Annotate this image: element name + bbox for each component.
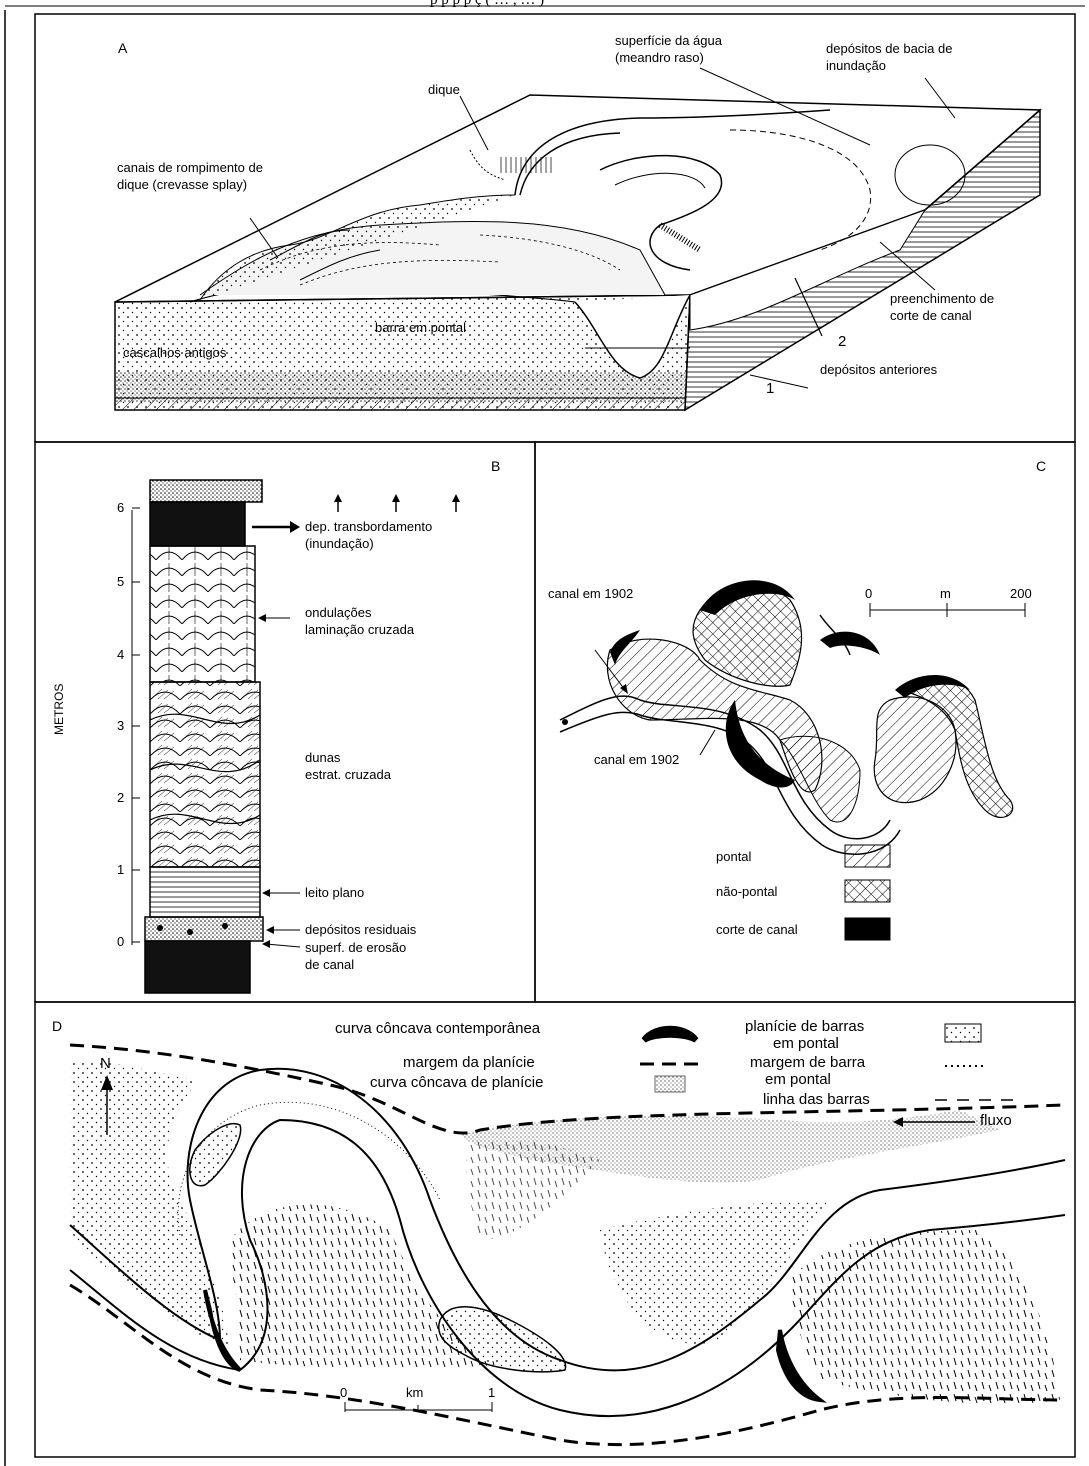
scale-c-unit: m: [940, 586, 951, 601]
label-ondulacoes-2: laminação cruzada: [305, 622, 414, 637]
scale-d-zero: 0: [340, 1385, 347, 1400]
legend-d-planicie-barras-1: planície de barras: [745, 1018, 864, 1035]
label-ondulacoes-1: ondulações: [305, 605, 372, 620]
label-crevasse-1: canais de rompimento de: [117, 160, 263, 175]
panel-b-column: [132, 480, 460, 993]
tick-4: 4: [117, 647, 124, 662]
scale-d-unit: km: [406, 1385, 423, 1400]
panel-a-block-diagram: [115, 68, 1040, 410]
label-canal-1902-top: canal em 1902: [548, 586, 633, 601]
label-erosao-2: de canal: [305, 957, 354, 972]
north-label: N: [100, 1055, 111, 1072]
label-bacia-1: depósitos de bacia de: [826, 41, 952, 56]
label-num-2: 2: [838, 333, 846, 350]
panel-d-letter: D: [52, 1018, 62, 1034]
label-depositos-anteriores: depósitos anteriores: [820, 362, 937, 377]
legend-d-margem-barra-1: margem de barra: [750, 1054, 865, 1071]
legend-c-corte: corte de canal: [716, 922, 798, 937]
label-superficie-2: (meandro raso): [615, 50, 704, 65]
label-fluxo: fluxo: [980, 1112, 1012, 1129]
tick-3: 3: [117, 718, 124, 733]
legend-d-margem-barra-2: em pontal: [765, 1071, 831, 1088]
legend-d-margem-planicie: margem da planície: [403, 1054, 535, 1071]
legend-d-planicie-barras-2: em pontal: [773, 1035, 839, 1052]
label-dique: dique: [428, 82, 460, 97]
scale-c-max: 200: [1010, 586, 1032, 601]
tick-1: 1: [117, 862, 124, 877]
panel-c-letter: C: [1036, 458, 1046, 474]
label-residuais: depósitos residuais: [305, 922, 416, 937]
legend-d-curva-planicie: curva côncava de planície: [370, 1074, 543, 1091]
label-num-1: 1: [766, 380, 774, 397]
label-canal-1902-bottom: canal em 1902: [594, 752, 679, 767]
tick-6: 6: [117, 500, 124, 515]
label-crevasse-2: dique (crevasse splay): [117, 177, 247, 192]
label-dunas-2: estrat. cruzada: [305, 767, 391, 782]
header-caption-fragment: p p p p ç ( … , … ): [430, 0, 544, 8]
label-bacia-2: inundação: [826, 58, 886, 73]
scale-c-zero: 0: [865, 586, 872, 601]
tick-5: 5: [117, 574, 124, 589]
label-barra-pontal: barra em pontal: [375, 320, 466, 335]
label-leito-plano: leito plano: [305, 885, 364, 900]
tick-2: 2: [117, 790, 124, 805]
label-superficie-1: superfície da água: [615, 33, 722, 48]
legend-d-linha-barras: linha das barras: [763, 1091, 870, 1108]
label-erosao-1: superf. de erosão: [305, 940, 406, 955]
panel-b-letter: B: [491, 458, 500, 474]
label-preenchimento-1: preenchimento de: [890, 291, 994, 306]
legend-c-nao-pontal: não-pontal: [716, 884, 777, 899]
label-transbordamento-1: dep. transbordamento: [305, 519, 432, 534]
scale-d-max: 1: [488, 1385, 495, 1400]
legend-d-curva-contemporanea: curva côncava contemporânea: [335, 1020, 540, 1037]
label-transbordamento-2: (inundação): [305, 536, 374, 551]
axis-label-metros: METROS: [52, 684, 67, 735]
panel-a-letter: A: [118, 40, 127, 56]
tick-0: 0: [117, 934, 124, 949]
panel-d-map: [70, 1024, 1065, 1445]
legend-c-pontal: pontal: [716, 849, 751, 864]
label-preenchimento-2: corte de canal: [890, 308, 972, 323]
label-cascalhos: cascalhos antigos: [123, 345, 226, 360]
label-dunas-1: dunas: [305, 750, 340, 765]
